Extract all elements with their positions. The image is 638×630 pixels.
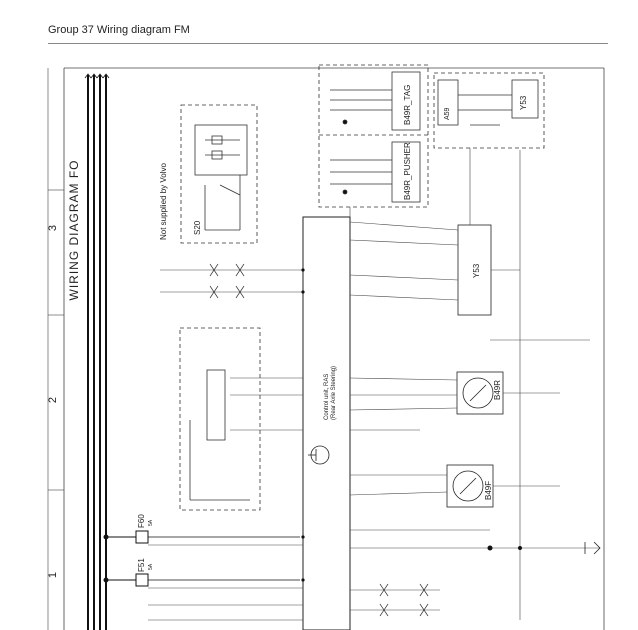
diagram-frame bbox=[47, 67, 605, 630]
zone-label-2: 2 bbox=[47, 397, 59, 403]
relay-box bbox=[179, 327, 261, 511]
diagram-title: WIRING DIAGRAM FO bbox=[67, 160, 81, 301]
note-not-supplied: Not supplied by Volvo bbox=[159, 163, 168, 240]
b49f-sensor bbox=[446, 464, 494, 508]
zone-label-3: 3 bbox=[47, 225, 59, 231]
control-unit-transistor bbox=[308, 445, 330, 465]
control-unit-text: Control unit, RAS bbox=[324, 374, 330, 420]
signal-wires bbox=[148, 148, 600, 621]
b49f-label: B49F bbox=[484, 481, 493, 500]
fuse-f60 bbox=[103, 530, 300, 544]
s20-label: S20 bbox=[193, 220, 202, 235]
y53-label: Y53 bbox=[472, 263, 481, 278]
fuse-f51-rating: 5A bbox=[148, 563, 154, 570]
header-divider bbox=[48, 43, 608, 44]
a59-label: A59 bbox=[444, 107, 451, 120]
b49r-sensors-box bbox=[318, 64, 429, 208]
zone-label-1: 1 bbox=[47, 572, 59, 578]
b49r-pusher-label: B49R_PUSHER bbox=[403, 142, 412, 200]
control-unit-box bbox=[302, 216, 351, 630]
a59-y53-box bbox=[433, 72, 545, 149]
wire-splices bbox=[301, 268, 522, 582]
b49r-tag-label: B49R_TAG bbox=[403, 85, 412, 125]
s20-box bbox=[180, 104, 258, 244]
control-unit-text-line: (Rear Axle Steering) bbox=[331, 366, 337, 420]
page-header-title: Group 37 Wiring diagram FM bbox=[48, 24, 190, 36]
fuse-f51-label: F51 bbox=[137, 558, 146, 572]
fuse-f60-label: F60 bbox=[137, 514, 146, 528]
b49r-label: B49R bbox=[493, 380, 502, 400]
bus-arrows bbox=[84, 73, 110, 79]
control-unit-label: Control unit, RAS (Rear Axle Steering) bbox=[324, 366, 337, 420]
y53-top-label: Y53 bbox=[519, 95, 528, 110]
power-bus-bars bbox=[87, 75, 107, 630]
fuse-f51 bbox=[103, 573, 300, 587]
fuse-f60-rating: 5A bbox=[148, 519, 154, 526]
ground-symbols bbox=[584, 541, 601, 555]
inline-connectors bbox=[209, 263, 429, 617]
